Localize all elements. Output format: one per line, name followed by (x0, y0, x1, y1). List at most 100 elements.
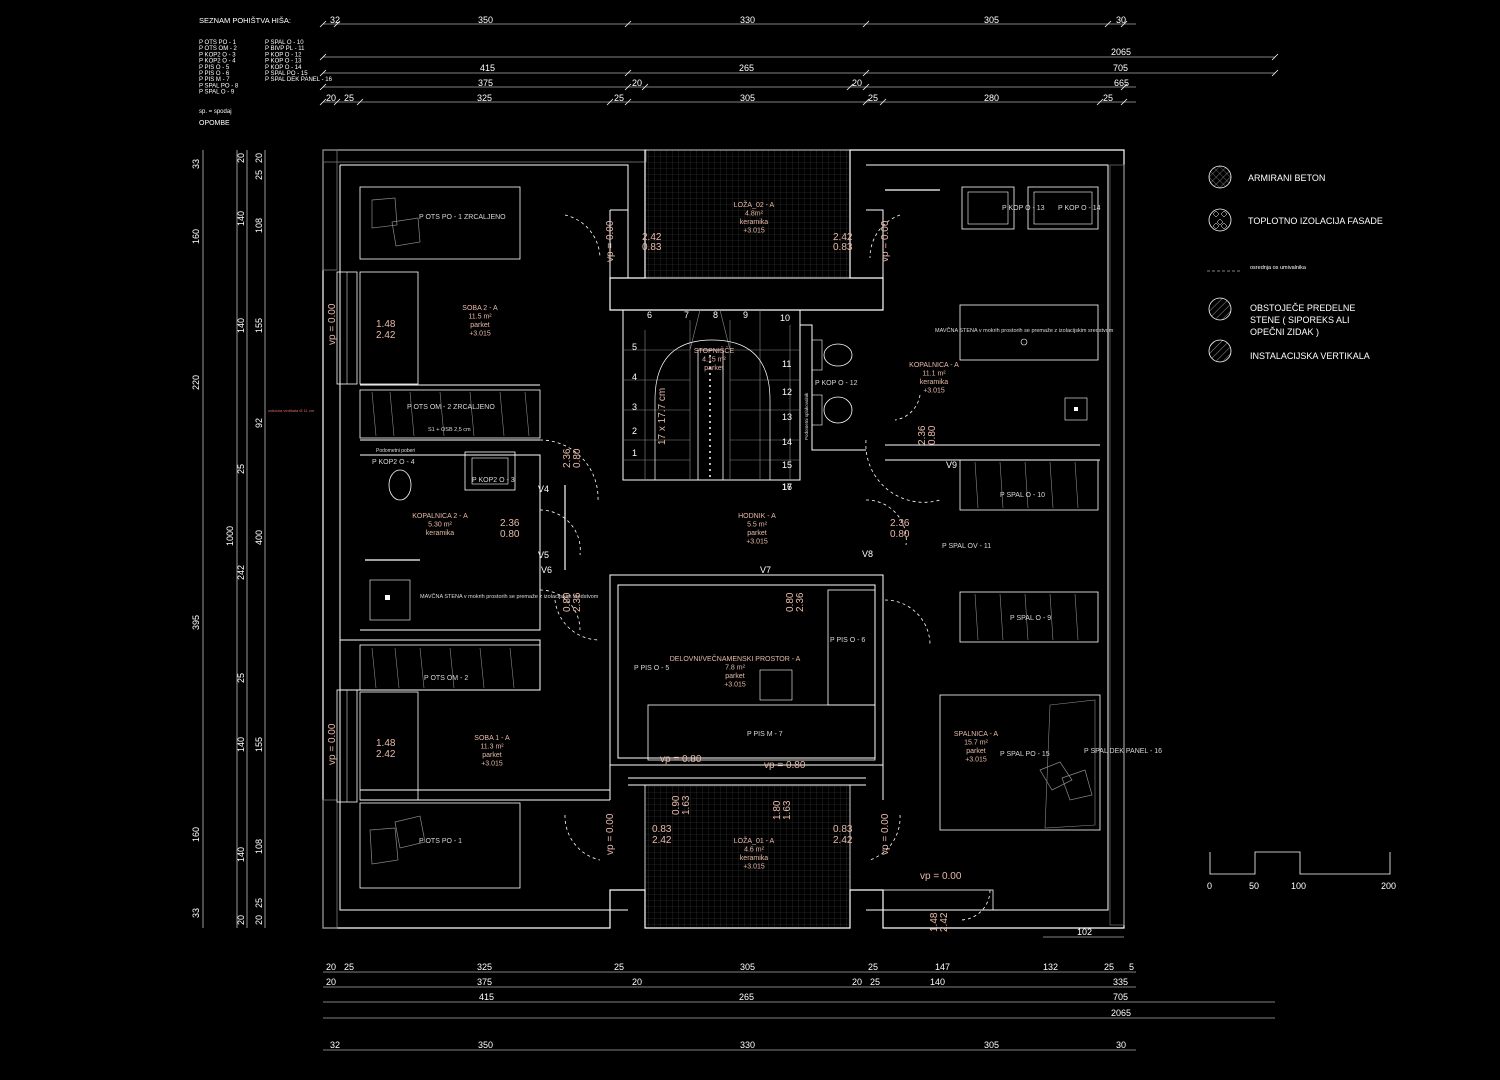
furniture-list-col2: P SPAL O - 10P BIVP PL - 11P KOP O - 12P… (265, 40, 333, 83)
left-dim-i242: 242 (236, 565, 246, 580)
bot-dim-305: 305 (740, 962, 755, 972)
vp-000-b: vp = 0.00 (880, 220, 891, 262)
bot-dim-25c: 25 (868, 962, 878, 972)
left-dim-j155a: 155 (254, 318, 264, 333)
room-name: KOPALNICA 2 - A (412, 513, 468, 520)
room-level: +3.015 (481, 761, 503, 768)
stair-number: 12 (782, 387, 792, 397)
room-floor: keramika (920, 379, 949, 386)
left-dim-i140c: 140 (236, 737, 246, 752)
legend-existing-walls-wrap: OBSTOJEČE PREDELNE STENE ( SIPOREKS ALI … (1250, 303, 1355, 337)
stair-number: 1 (632, 448, 637, 458)
legend-concrete-icon (1208, 165, 1232, 189)
w-242-e: 2.42 (652, 835, 672, 846)
bot-dim-350: 350 (478, 1040, 493, 1050)
tag-kop2-o-3: P KOP2 O - 3 (472, 477, 515, 484)
stair-number: 10 (780, 313, 790, 323)
bot-dim-25: 25 (344, 962, 354, 972)
tag-pis-m-7: P PIS M - 7 (747, 731, 783, 738)
legend-axis: osrednja os umivalnika (1250, 265, 1307, 271)
stair-number: 7 (684, 310, 689, 320)
left-dim-220: 220 (191, 375, 201, 390)
room-area: 5.30 m² (428, 522, 452, 529)
bot-dim-305b: 305 (984, 1040, 999, 1050)
furniture-list-title: SEZNAM POHIŠTVA HIŠA: (199, 16, 291, 25)
furniture-list-item: P KOP2 O - 3 (199, 52, 236, 58)
top-dim-25a: 25 (344, 93, 354, 103)
w-083-b: 0.83 (833, 242, 853, 253)
top-dim-280: 280 (984, 93, 999, 103)
w-242-a: 2.42 (642, 232, 662, 243)
w-083-a: 0.83 (642, 242, 662, 253)
room-floor: parket (704, 365, 724, 372)
bot-dim-20d: 20 (852, 977, 862, 987)
legend-vertical: INSTALACIJSKA VERTIKALA (1250, 351, 1370, 361)
room-area: 5.5 m² (747, 522, 768, 529)
w-242-b: 2.42 (833, 232, 853, 243)
furniture-list-item: P KOP O - 13 (265, 59, 302, 65)
room-level: +3.015 (965, 757, 987, 764)
furniture-list-item: P SPAL PO - 8 (199, 83, 239, 89)
bot-dim-20: 20 (326, 962, 336, 972)
bot-dim-375: 375 (477, 977, 492, 987)
door-v8: V8 (862, 549, 873, 559)
furniture-note-sp: sp. = spodaj (199, 109, 232, 115)
room-floor: keramika (426, 530, 455, 537)
w-080-f: 0.80 (785, 592, 796, 612)
room-floor: parket (966, 748, 986, 755)
left-dim-j108a: 108 (254, 218, 264, 233)
tag-kop-o-12: P KOP O - 12 (815, 380, 858, 387)
note-osb: S1 + OSB 2,5 cm (428, 427, 471, 433)
notes-title: OPOMBE (199, 120, 230, 127)
left-dim-i20a: 20 (236, 153, 246, 163)
stair-number: 8 (713, 310, 718, 320)
w-242-g: 2.42 (939, 912, 950, 932)
notes: MAVČNA STENA v mokrih prostorih se prema… (268, 327, 1114, 600)
top-dim-330: 330 (740, 15, 755, 25)
bot-dim-2065: 2065 (1111, 1008, 1131, 1018)
left-dim-j400: 400 (254, 530, 264, 545)
note-podometni-2: Podometni splakovalnik (804, 392, 809, 440)
room-floor: keramika (740, 855, 769, 862)
top-dim-25d: 25 (1103, 93, 1113, 103)
furniture-list-item: P PIS O - 5 (199, 65, 230, 71)
room-level: +3.015 (746, 539, 768, 546)
top-dim-705: 705 (1113, 63, 1128, 73)
left-dim-j25b: 25 (254, 898, 264, 908)
stair-size: 17 x 17.7 cm (657, 388, 668, 445)
legend-vertical-icon (1208, 339, 1232, 363)
scale-100: 100 (1291, 881, 1306, 891)
room-floor: parket (747, 530, 767, 537)
stair-number: 5 (632, 342, 637, 352)
bot-dim-32: 32 (330, 1040, 340, 1050)
tag-pis-o-6: P PIS O - 6 (830, 637, 865, 644)
room-area: 4.15 m² (702, 357, 726, 364)
room-level: +3.015 (743, 228, 765, 235)
legend: ARMIRANI BETON TOPLOTNO IZOLACIJA FASADE… (1207, 165, 1383, 363)
room-floor: keramika (740, 219, 769, 226)
top-dimensions: 32 350 330 305 30 2065 415 265 705 375 2… (319, 15, 1279, 106)
left-dim-j108b: 108 (254, 839, 264, 854)
top-dim-350: 350 (478, 15, 493, 25)
legend-insulation-icon (1208, 208, 1232, 232)
stair-number: 14 (782, 437, 792, 447)
room-area: 7.8 m² (725, 665, 746, 672)
furniture-list-item: P SPAL O - 9 (199, 90, 235, 96)
left-dim-i25a: 25 (236, 464, 246, 474)
room-area: 11.3 m² (480, 744, 504, 751)
top-dim-265: 265 (739, 63, 754, 73)
top-dim-325: 325 (477, 93, 492, 103)
note-mavcna-1: MAVČNA STENA v mokrih prostorih se prema… (420, 593, 599, 600)
room-name: DELOVNI/VEČNAMENSKI PROSTOR - A (670, 654, 801, 663)
door-v9: V9 (946, 460, 957, 470)
room-area: 11.5 m² (468, 314, 492, 321)
furniture-list-item: P PIS M - 7 (199, 77, 230, 83)
